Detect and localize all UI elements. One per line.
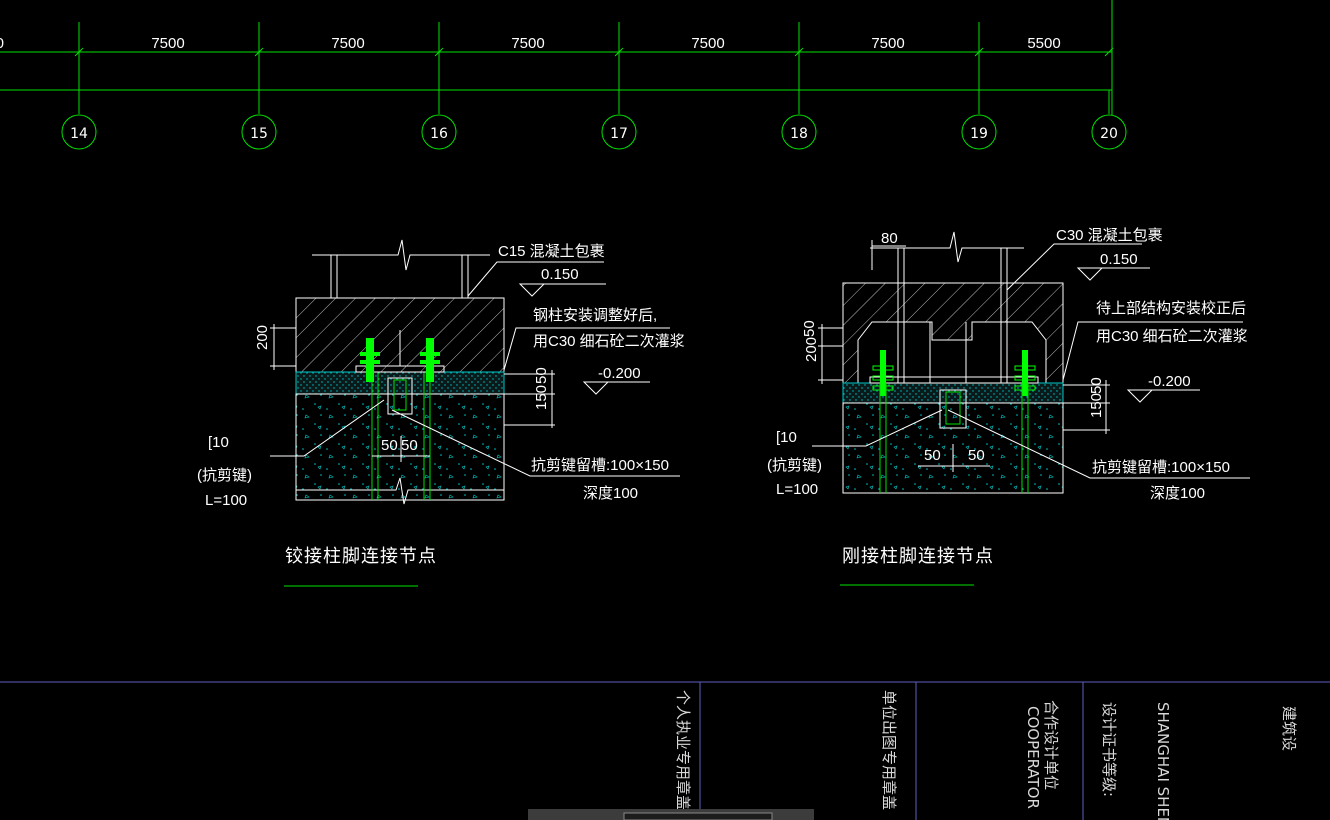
anchor-bolt [880, 350, 886, 396]
hinged-shear-key-len: L=100 [205, 492, 247, 509]
hinged-column-base-detail: 200 50 150 50 50 C15 混凝土包裹 0.150 钢柱安装调整好… [197, 239, 685, 587]
title-block-company-cn: 建筑设 [1280, 706, 1298, 751]
title-block-cert-grade: 设计证书等级: [1100, 702, 1118, 797]
hinged-depth-label: 深度100 [583, 485, 638, 502]
hinged-grout-note-2: 用C30 细石砼二次灌浆 [533, 332, 685, 350]
axis-dimension-chain: 0 7500 7500 7500 7500 7500 5500 14 15 16 17 18 19 20 [0, 0, 1127, 150]
hinged-grout-note-1: 钢柱安装调整好后, [533, 307, 657, 324]
grid-bubble [781, 114, 817, 150]
rigid-dim-150: 150 [1088, 393, 1105, 418]
rigid-shear-key: [10 [776, 429, 797, 446]
grid-bubble [961, 114, 997, 150]
rigid-column-base-detail: 80 50 200 [767, 227, 1250, 586]
rigid-encasement-label: C30 混凝土包裹 [1056, 227, 1163, 244]
rigid-shear-key-name: (抗剪键) [767, 457, 822, 474]
grid-bubble [241, 114, 277, 150]
rigid-elev-bottom: -0.200 [1148, 373, 1191, 390]
hinged-shear-key: [10 [208, 434, 229, 451]
grid-bubble [1091, 114, 1127, 150]
title-block-cooperator: 合作设计单位 [1042, 700, 1060, 790]
title-block-company-en: SHANGHAI SHENJIAN [1154, 702, 1172, 820]
title-block: 个人执业专用章盖 单位出图专用章盖 合作设计单位 COOPERATOR 设计证书… [0, 681, 1330, 820]
rigid-detail-title: 刚接柱脚连接节点 [842, 546, 994, 567]
grid-bubble-label: 14 [70, 126, 88, 142]
grid-bubble-label: 19 [970, 126, 988, 142]
hinged-dim-50-a: 50 [381, 437, 398, 454]
grid-bubble-label: 20 [1100, 126, 1118, 142]
rigid-dim-200: 200 [803, 337, 820, 362]
rigid-grout-note-1: 待上部结构安装校正后 [1096, 300, 1246, 317]
rigid-dim-80: 80 [881, 230, 898, 247]
hinged-dim-50-b: 50 [401, 437, 418, 454]
toolbar-fragment[interactable] [528, 809, 814, 820]
hinged-dim-50: 50 [533, 367, 550, 384]
grid-bubble [61, 114, 97, 150]
rigid-dim-50-right: 50 [1088, 377, 1105, 394]
axis-dimension-label: 7500 [511, 35, 544, 52]
rigid-elev-top: 0.150 [1100, 251, 1138, 268]
axis-dimension-label: 0 [0, 35, 4, 52]
grid-bubble-label: 15 [250, 126, 268, 142]
grid-bubble-label: 18 [790, 126, 808, 142]
grid-bubble [421, 114, 457, 150]
hinged-dim-200: 200 [254, 325, 271, 350]
rigid-dim-50-b: 50 [968, 447, 985, 464]
title-block-personal-seal: 个人执业专用章盖 [674, 690, 692, 810]
hinged-encasement-label: C15 混凝土包裹 [498, 243, 605, 260]
hinged-elev-bottom: -0.200 [598, 365, 641, 382]
hinged-shear-key-name: (抗剪键) [197, 467, 252, 484]
hinged-detail-title: 铰接柱脚连接节点 [285, 546, 437, 567]
rigid-shear-key-len: L=100 [776, 481, 818, 498]
hinged-dim-150: 150 [533, 385, 550, 410]
axis-dimension-label: 7500 [871, 35, 904, 52]
title-block-cooperator-en: COOPERATOR [1024, 706, 1042, 809]
grid-bubble [601, 114, 637, 150]
hinged-elev-top: 0.150 [541, 266, 579, 283]
rigid-dim-50-left: 50 [801, 320, 818, 337]
axis-dimension-label: 5500 [1027, 35, 1060, 52]
rigid-dim-50-a: 50 [924, 447, 941, 464]
axis-dimension-label: 7500 [691, 35, 724, 52]
hinged-slot-label: 抗剪键留槽:100×150 [531, 457, 669, 474]
anchor-bolt [1022, 350, 1028, 396]
axis-dimension-label: 7500 [331, 35, 364, 52]
rigid-depth-label: 深度100 [1150, 485, 1205, 502]
grid-bubble-label: 16 [430, 126, 448, 142]
axis-dimension-label: 7500 [151, 35, 184, 52]
grid-bubble-label: 17 [610, 126, 628, 142]
rigid-slot-label: 抗剪键留槽:100×150 [1092, 459, 1230, 476]
title-block-unit-seal: 单位出图专用章盖 [880, 690, 898, 810]
rigid-grout-note-2: 用C30 细石砼二次灌浆 [1096, 327, 1248, 345]
